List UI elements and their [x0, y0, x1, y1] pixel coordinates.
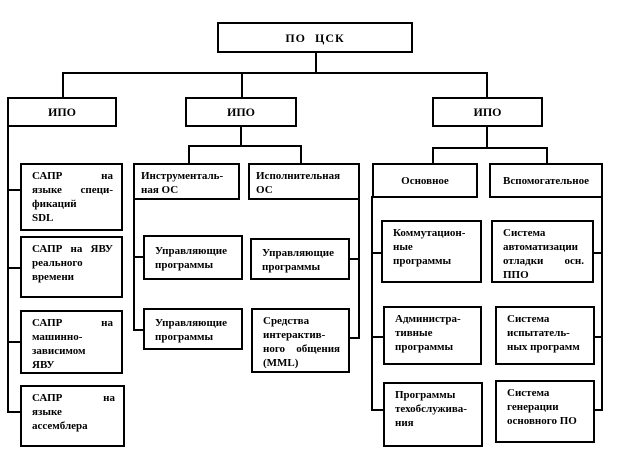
connector-mid-bar [188, 145, 302, 147]
node-ipo-middle: ИПО [185, 97, 297, 127]
connector-stub [7, 341, 20, 343]
connector-main-trunk [371, 196, 373, 411]
node-vspomogatelnoe: Вспомогательное [489, 163, 603, 198]
connector-stub [371, 409, 383, 411]
node-po-csk: ПО ЦСК [217, 22, 413, 53]
connector-aux-trunk [601, 196, 603, 411]
connector-right-drop-r [546, 147, 548, 163]
connector-stub [7, 189, 20, 191]
connector-main-bar [62, 72, 488, 74]
connector-exec-trunk [358, 198, 360, 339]
node-instrumental-os: Инструменталь-ная ОС [133, 163, 240, 200]
connector-stub [593, 336, 603, 338]
connector-instr-trunk [133, 198, 135, 331]
connector-stub [7, 267, 20, 269]
connector-drop-left [62, 72, 64, 97]
node-ipo-left: ИПО [7, 97, 117, 127]
connector-stub [348, 258, 358, 260]
connector-stub [348, 337, 358, 339]
connector-right-drop-l [432, 147, 434, 163]
connector-mid-drop-r [300, 145, 302, 163]
connector-mid-drop-l [188, 145, 190, 163]
connector-right-bar [432, 147, 548, 149]
connector-stub [593, 409, 603, 411]
connector-stub [592, 252, 603, 254]
connector-stub [7, 411, 20, 413]
node-osnovnoe: Основное [372, 163, 478, 198]
connector-drop-right [486, 72, 488, 97]
connector-drop-mid [241, 72, 243, 97]
connector-root-drop [315, 53, 317, 73]
node-ipo-right: ИПО [432, 97, 543, 127]
connector-stub [133, 256, 143, 258]
connector-stub [371, 336, 383, 338]
connector-left-trunk [7, 127, 9, 413]
connector-right-drop [486, 127, 488, 149]
connector-stub [371, 252, 381, 254]
connector-mid-drop [240, 127, 242, 147]
connector-stub [133, 329, 143, 331]
